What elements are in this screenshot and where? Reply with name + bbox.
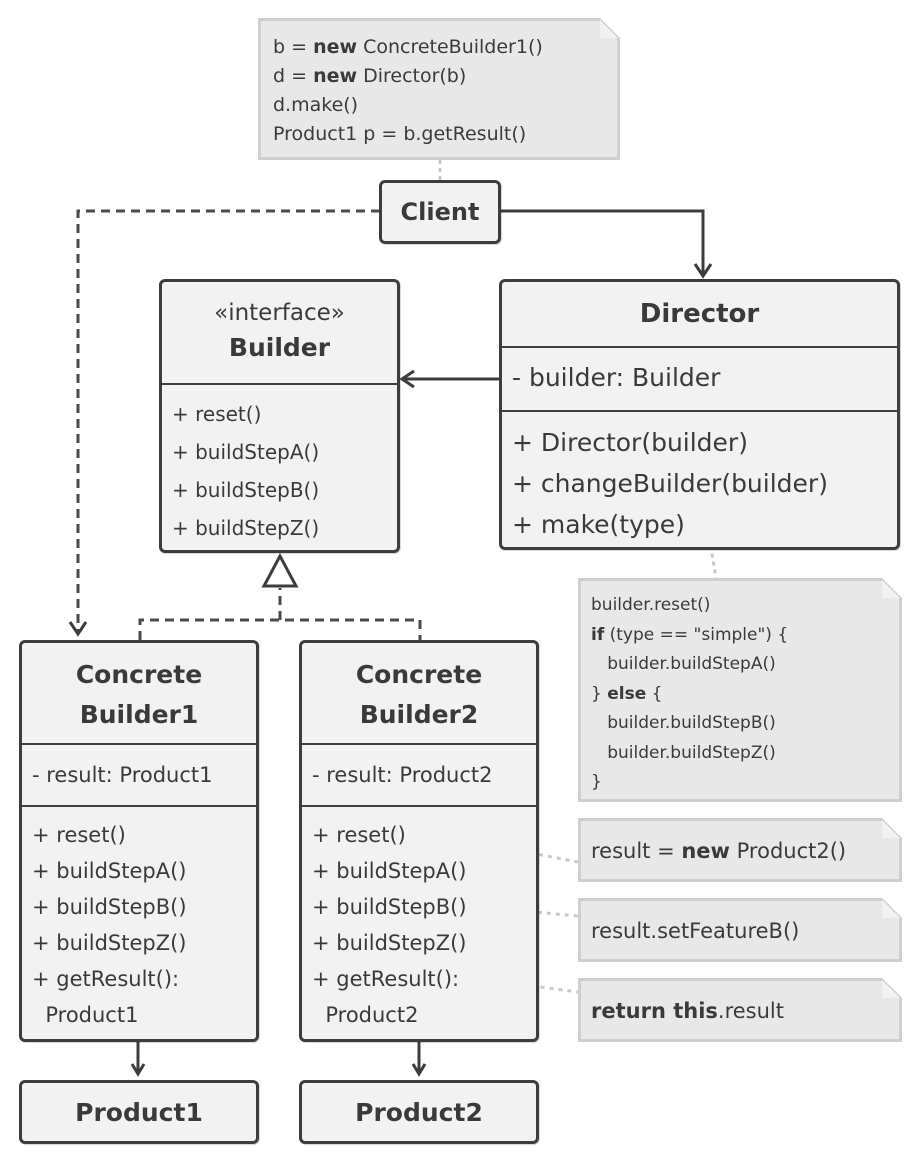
client-label: Client <box>400 198 480 226</box>
director-field: - builder: Builder <box>512 363 721 392</box>
client-note-line-1: b = new ConcreteBuilder1() <box>273 36 543 58</box>
realization-lines <box>138 588 422 640</box>
reset-note-post: Product2() <box>729 839 847 863</box>
builder-method: + reset() <box>172 402 262 426</box>
make-note-line-7: } <box>591 772 602 792</box>
realization-triangle <box>261 552 299 588</box>
cb2-name-line1: Concrete <box>355 660 483 689</box>
director-method: + Director(builder) <box>512 428 748 457</box>
cb1-method: + buildStepZ() <box>32 931 187 955</box>
getresult-note: return this.result <box>578 978 902 1042</box>
stepb-note-text: result.setFeatureB() <box>591 919 800 943</box>
client-note-line-3: d.make() <box>273 94 359 116</box>
cb1-name-line1: Concrete <box>75 660 203 689</box>
builder-method: + buildStepZ() <box>172 516 320 540</box>
cb1-method: + reset() <box>32 823 126 847</box>
cb1-method: + buildStepA() <box>32 859 187 883</box>
cb1-methods: + reset() + buildStepA() + buildStepB() … <box>22 805 256 1033</box>
client-note-line-2: d = new Director(b) <box>273 65 467 87</box>
builder-methods: + reset() + buildStepA() + buildStepB() … <box>162 383 397 547</box>
product2-class[interactable]: Product2 <box>299 1080 539 1144</box>
product1-class[interactable]: Product1 <box>19 1080 259 1144</box>
note-fold <box>882 578 902 598</box>
builder-header: «interface» Builder <box>162 282 397 383</box>
stepb-note: result.setFeatureB() <box>578 898 902 962</box>
director-method: + changeBuilder(builder) <box>512 469 828 498</box>
make-note-line-6: builder.buildStepZ() <box>591 742 776 763</box>
reset-note-keyword: new <box>681 839 730 863</box>
cb1-name-line2: Builder1 <box>79 700 199 729</box>
cb1-method: + getResult(): <box>32 967 180 991</box>
reset-note: result = new Product2() <box>578 818 902 882</box>
cb2-method: + reset() <box>312 823 406 847</box>
make-note: builder.reset() if (type == "simple") { … <box>578 578 902 802</box>
director-name: Director <box>639 299 760 329</box>
make-note-line-1: builder.reset() <box>591 595 711 615</box>
getresult-note-keyword: return this <box>591 999 718 1023</box>
builder-method: + buildStepA() <box>172 440 320 464</box>
make-note-line-2: if (type == "simple") { <box>591 624 789 645</box>
reset-note-pre: result = <box>591 839 682 863</box>
note-fold <box>882 818 902 838</box>
cb1-method: Product1 <box>32 1003 139 1027</box>
client-note: b = new ConcreteBuilder1() d = new Direc… <box>258 18 620 160</box>
concrete-builder2-class[interactable]: Concrete Builder2 - result: Product2 + r… <box>299 640 539 1042</box>
builder-method: + buildStepB() <box>172 478 320 502</box>
cb2-name: Concrete Builder2 <box>302 643 536 743</box>
builder-stereotype: «interface» <box>214 300 345 326</box>
cb1-fields: - result: Product1 <box>22 743 256 805</box>
note-fold <box>600 18 620 38</box>
cb2-field: - result: Product2 <box>312 763 493 787</box>
cb1-field: - result: Product1 <box>32 763 213 787</box>
client-note-line-4: Product1 p = b.getResult() <box>273 123 527 145</box>
make-note-line-3: builder.buildStepA() <box>591 654 776 674</box>
cb2-method: + buildStepA() <box>312 859 467 883</box>
client-class[interactable]: Client <box>379 180 501 244</box>
note-fold <box>882 898 902 918</box>
cb2-method: + getResult(): <box>312 967 460 991</box>
builder-interface[interactable]: «interface» Builder + reset() + buildSte… <box>159 279 400 553</box>
getresult-note-post: .result <box>717 999 784 1023</box>
client-director-association <box>500 209 713 279</box>
director-method: + make(type) <box>512 510 685 539</box>
product2-label: Product2 <box>355 1097 483 1127</box>
director-methods: + Director(builder) + changeBuilder(buil… <box>502 410 897 545</box>
cb2-method: Product2 <box>312 1003 419 1027</box>
cb1-name: Concrete Builder1 <box>22 643 256 743</box>
cb2-method: + buildStepZ() <box>312 931 467 955</box>
cb2-methods: + reset() + buildStepA() + buildStepB() … <box>302 805 536 1033</box>
client-cb1-dependency <box>68 209 380 637</box>
product1-label: Product1 <box>75 1097 203 1127</box>
make-note-line-5: builder.buildStepB() <box>591 713 776 733</box>
cb2-name-line2: Builder2 <box>359 700 479 729</box>
cb2-method: + buildStepB() <box>312 895 467 919</box>
director-class[interactable]: Director - builder: Builder + Director(b… <box>499 279 900 550</box>
cb1-method: + buildStepB() <box>32 895 187 919</box>
cb2-fields: - result: Product2 <box>302 743 536 805</box>
note-fold <box>882 978 902 998</box>
director-fields: - builder: Builder <box>502 346 897 410</box>
builder-name: Builder <box>228 333 331 362</box>
make-note-line-4: } else { <box>591 683 663 704</box>
concrete-builder1-class[interactable]: Concrete Builder1 - result: Product1 + r… <box>19 640 259 1042</box>
